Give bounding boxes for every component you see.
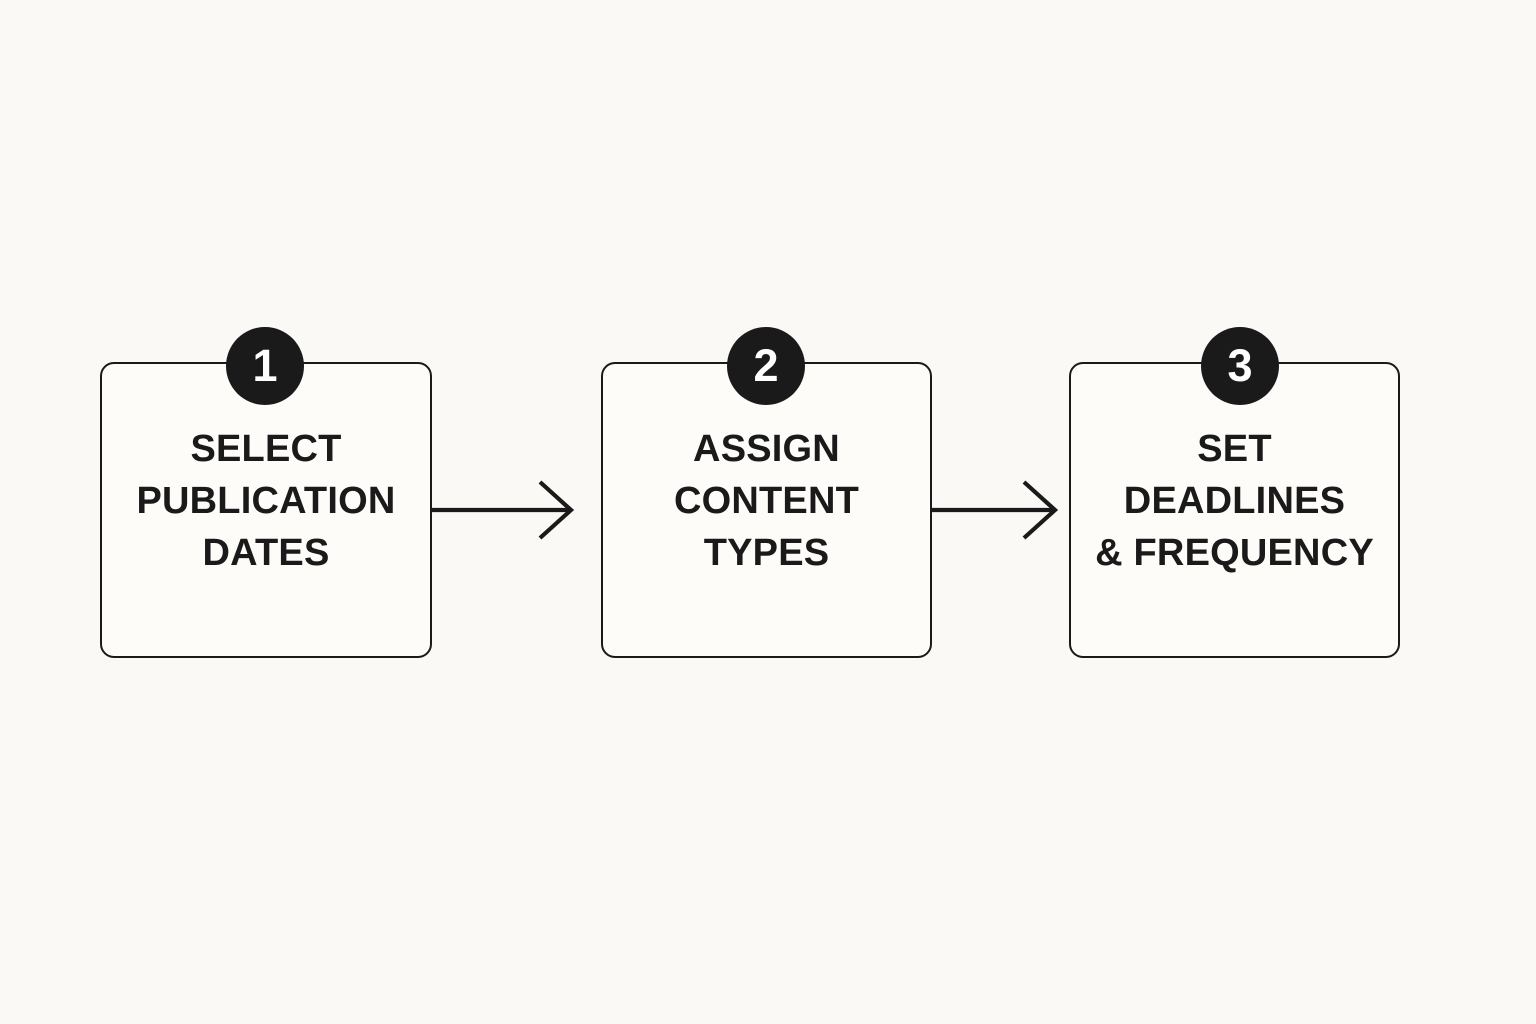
process-step-number-3: 3 [1227, 339, 1253, 391]
process-step-badge-1: 1 [226, 327, 304, 405]
process-step-card-1[interactable]: SELECT PUBLICATION DATES [100, 362, 432, 658]
process-step-badge-2: 2 [727, 327, 805, 405]
process-step-label-1: SELECT PUBLICATION DATES [136, 428, 396, 574]
process-step-badge-3: 3 [1201, 327, 1279, 405]
process-step-label-3: SET DEADLINES & FREQUENCY [1095, 428, 1374, 574]
process-step-number-1: 1 [252, 339, 278, 391]
process-step-card-3[interactable]: SET DEADLINES & FREQUENCY [1069, 362, 1400, 658]
process-step-label-2: ASSIGN CONTENT TYPES [673, 428, 860, 574]
process-step-card-2[interactable]: ASSIGN CONTENT TYPES [601, 362, 932, 658]
arrow-step1-to-step2 [432, 470, 578, 550]
process-step-number-2: 2 [753, 339, 779, 391]
arrow-step2-to-step3 [932, 470, 1062, 550]
